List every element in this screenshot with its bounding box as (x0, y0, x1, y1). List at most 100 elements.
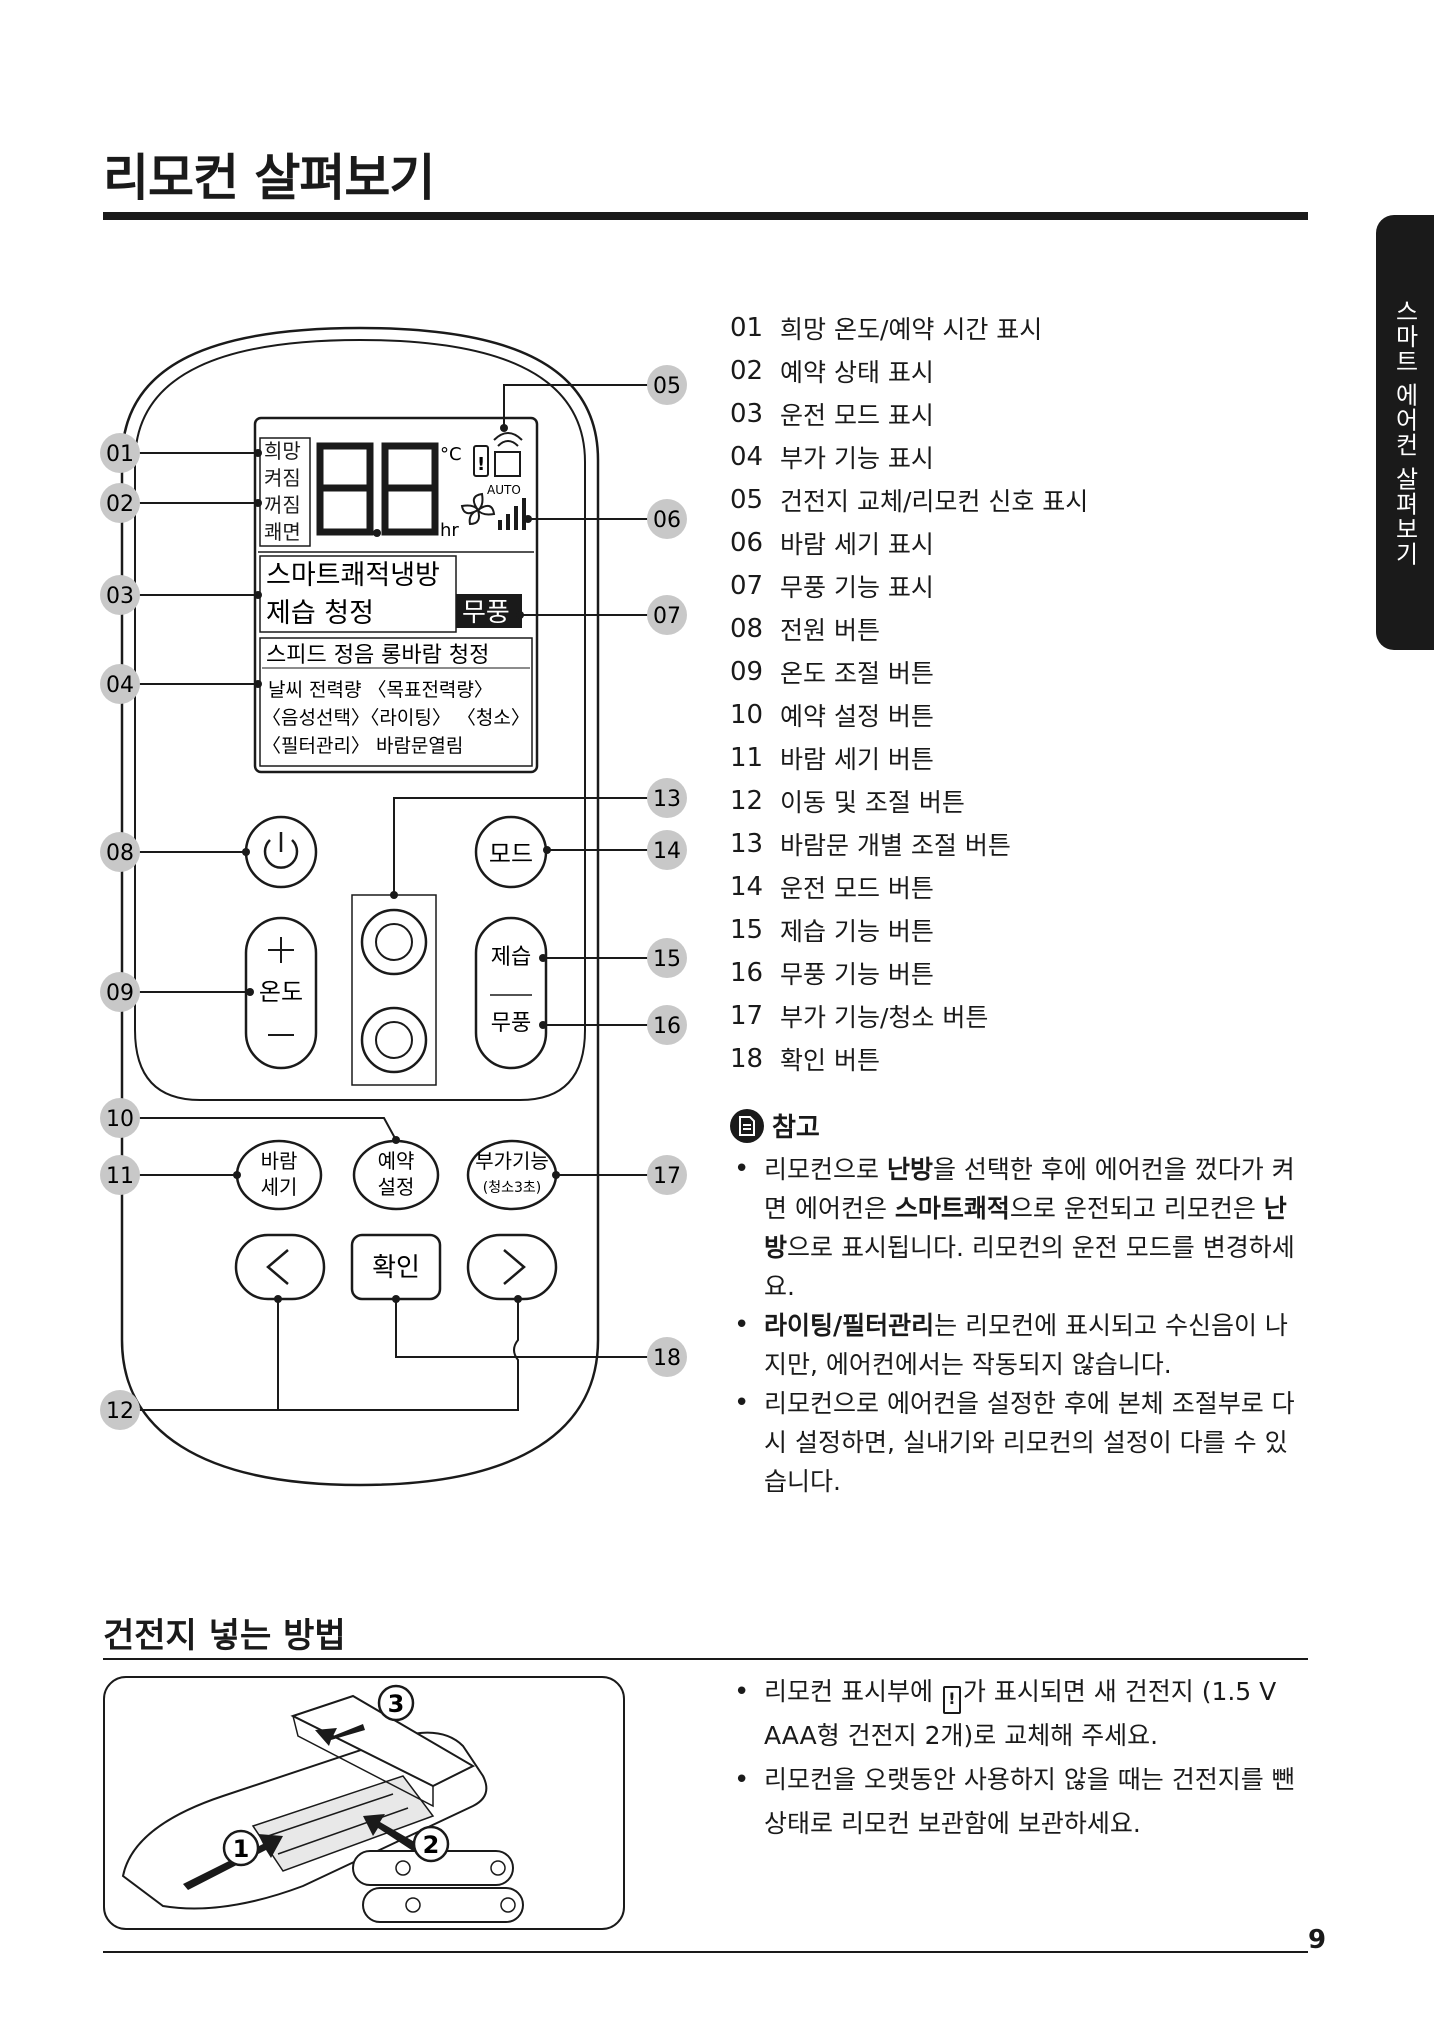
callout-01 (100, 433, 140, 473)
note-heading: 참고 (730, 1107, 820, 1144)
callout-11 (100, 1155, 140, 1195)
battery-warning-icon: ! (942, 1686, 961, 1714)
callout-06 (647, 499, 687, 539)
lcd-mode-line2: 제습 청정 (266, 598, 374, 629)
lcd-mode-line1: 스마트쾌적냉방 (266, 560, 440, 591)
wind-button[interactable]: 바람 세기 (235, 1139, 323, 1211)
callout-07 (647, 595, 687, 635)
legend-num: 17 (730, 1000, 764, 1031)
callout-14 (647, 830, 687, 870)
confirm-button-label: 확인 (372, 1253, 420, 1283)
temp-button[interactable]: 온도 (244, 916, 318, 1070)
plus-icon (268, 937, 294, 963)
legend-text: 이동 및 조절 버튼 (780, 787, 965, 817)
note-item: 리모컨으로 에어컨을 설정한 후에 본체 조절부로 다시 설정하면, 실내기와 … (730, 1384, 1305, 1501)
legend-num: 18 (730, 1043, 764, 1074)
note-icon (730, 1108, 764, 1143)
svg-text:06: 06 (653, 508, 681, 533)
legend-text: 전원 버튼 (780, 615, 880, 645)
louver-button-upper[interactable] (360, 908, 428, 976)
battery-section-title: 건전지 넣는 방법 (103, 1616, 346, 1656)
legend-num: 10 (730, 699, 764, 730)
legend-item: 08 전원 버튼 (730, 607, 1088, 650)
legend-item: 18 확인 버튼 (730, 1037, 1088, 1080)
legend-num: 04 (730, 441, 764, 472)
svg-text:05: 05 (653, 374, 681, 399)
lcd-windfree-label: 무풍 (462, 598, 510, 628)
legend-num: 08 (730, 613, 764, 644)
legend-text: 부가 기능 표시 (780, 443, 934, 473)
svg-text:08: 08 (106, 841, 134, 866)
svg-text:1: 1 (233, 1835, 250, 1863)
step-2 (412, 1825, 450, 1863)
svg-text:설정: 설정 (378, 1175, 415, 1199)
reserve-button[interactable]: 예약 설정 (352, 1139, 440, 1211)
step-3 (377, 1684, 415, 1722)
svg-text:!: ! (477, 454, 485, 475)
side-tab-label: 스마트 에어컨 살펴보기 (1390, 298, 1419, 567)
callout-09 (100, 972, 140, 1012)
note-list: 리모컨으로 난방을 선택한 후에 에어컨을 껐다가 켜면 에어컨은 스마트쾌적으… (730, 1150, 1305, 1501)
svg-text:07: 07 (653, 604, 681, 629)
lcd-func-box (259, 637, 533, 767)
lcd-status-on: 켜짐 (264, 466, 301, 490)
side-tab: 스마트 에어컨 살펴보기 (1376, 215, 1434, 650)
callout-15 (647, 938, 687, 978)
lcd-digits (316, 442, 439, 536)
battery-note-list: 리모컨 표시부에 !가 표시되면 새 건전지 (1.5 V AAA형 건전지 2… (730, 1670, 1305, 1846)
note-item: 라이팅/필터관리는 리모컨에 표시되고 수신음이 나지만, 에어컨에서는 작동되… (730, 1306, 1305, 1384)
lcd-func-line1: 스피드 정음 롱바람 청정 (266, 643, 489, 668)
extra-button[interactable]: 부가기능 (청소3초) (466, 1139, 558, 1211)
legend-text: 온도 조절 버튼 (780, 658, 934, 688)
legend-num: 07 (730, 570, 764, 601)
svg-text:02: 02 (106, 492, 134, 517)
legend-text: 희망 온도/예약 시간 표시 (780, 314, 1043, 344)
callout-16 (647, 1005, 687, 1045)
louver-button-lower[interactable] (360, 1006, 428, 1074)
svg-text:부가기능: 부가기능 (475, 1149, 549, 1173)
remote-inner-edge (134, 338, 586, 1101)
svg-text:예약: 예약 (378, 1149, 415, 1173)
left-button[interactable] (234, 1233, 326, 1301)
legend-num: 14 (730, 871, 764, 902)
svg-text:11: 11 (106, 1164, 134, 1189)
svg-text:01: 01 (106, 442, 134, 467)
legend-text: 확인 버튼 (780, 1045, 880, 1075)
confirm-button[interactable]: 확인 (350, 1233, 442, 1301)
lcd-func-line3: 〈음성선택〉〈라이팅〉 〈청소〉 (262, 707, 530, 729)
svg-text:15: 15 (653, 947, 681, 972)
legend-num: 05 (730, 484, 764, 515)
lcd-decimal-point (373, 529, 381, 537)
legend-num: 15 (730, 914, 764, 945)
svg-text:18: 18 (653, 1346, 681, 1371)
mode-button[interactable]: 모드 (474, 815, 548, 889)
lcd-unit-hr: hr (440, 520, 459, 541)
legend-item: 17 부가 기능/청소 버튼 (730, 994, 1088, 1037)
title-rule (103, 212, 1308, 220)
svg-text:13: 13 (653, 787, 681, 812)
legend-text: 예약 상태 표시 (780, 357, 934, 387)
chevron-right-icon (503, 1249, 526, 1285)
legend-text: 운전 모드 버튼 (780, 873, 934, 903)
right-button[interactable] (466, 1233, 558, 1301)
svg-text:12: 12 (106, 1399, 134, 1424)
power-button[interactable] (244, 815, 318, 889)
lcd-status-off: 꺼짐 (264, 493, 301, 517)
callout-08 (100, 832, 140, 872)
legend-num: 09 (730, 656, 764, 687)
dehumid-windfree-button[interactable]: 제습 무풍 (474, 916, 548, 1070)
page-title: 리모컨 살펴보기 (103, 149, 435, 207)
legend-text: 부가 기능/청소 버튼 (780, 1002, 989, 1032)
svg-text:10: 10 (106, 1107, 134, 1132)
step-1 (222, 1829, 260, 1867)
